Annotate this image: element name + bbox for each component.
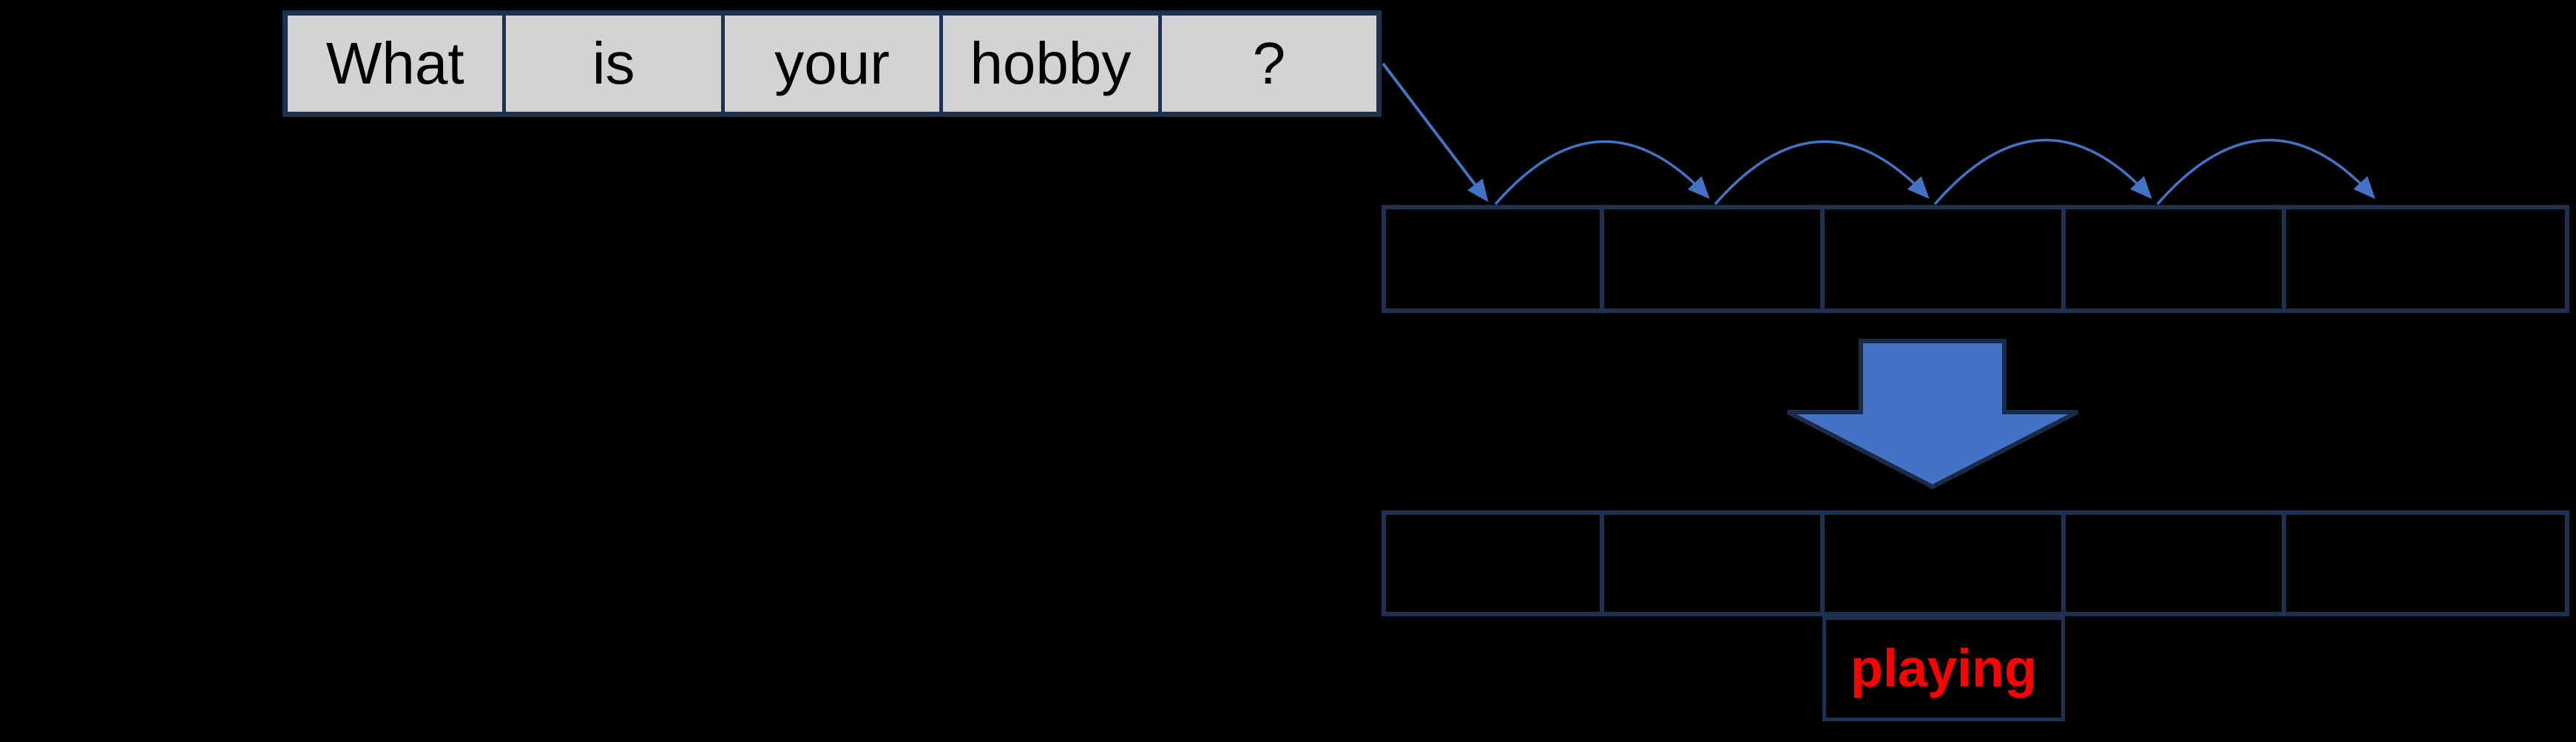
hop-arc-icon — [2156, 138, 2376, 206]
source-token-label: is — [592, 30, 635, 96]
source-token-cell: What — [288, 16, 502, 112]
source-token-cell: is — [502, 16, 720, 112]
source-token-cell: hobby — [939, 16, 1157, 112]
decoder-slot-row — [1382, 510, 2569, 616]
big-down-arrow-icon — [1786, 339, 2079, 490]
source-token-label: What — [325, 30, 464, 96]
source-token-cell: ? — [1157, 16, 1376, 112]
hop-arc-icon — [1933, 138, 2152, 206]
hop-arc-icon — [1714, 140, 1930, 206]
decoder-slot-cell — [1600, 515, 1819, 612]
source-token-label: your — [774, 30, 890, 96]
decoder-slot-cell — [2281, 515, 2565, 612]
answer-label: playing — [1850, 639, 2038, 698]
encoder-slot-row — [1382, 205, 2569, 313]
encoder-slot-cell — [1600, 209, 1819, 308]
encoder-slot-cell — [2061, 209, 2281, 308]
source-token-label: ? — [1252, 30, 1286, 96]
decoder-slot-cell — [1819, 515, 2062, 612]
encoder-slot-cell — [2281, 209, 2565, 308]
source-sentence-row: What is your hobby ? — [283, 10, 1382, 117]
answer-box: playing — [1822, 616, 2065, 721]
hop-arc-icon — [1494, 140, 1710, 206]
encoder-slot-cell — [1819, 209, 2062, 308]
decoder-slot-cell — [2061, 515, 2281, 612]
input-arrow-icon — [1382, 62, 1489, 203]
source-token-label: hobby — [970, 30, 1132, 96]
source-token-cell: your — [720, 16, 939, 112]
